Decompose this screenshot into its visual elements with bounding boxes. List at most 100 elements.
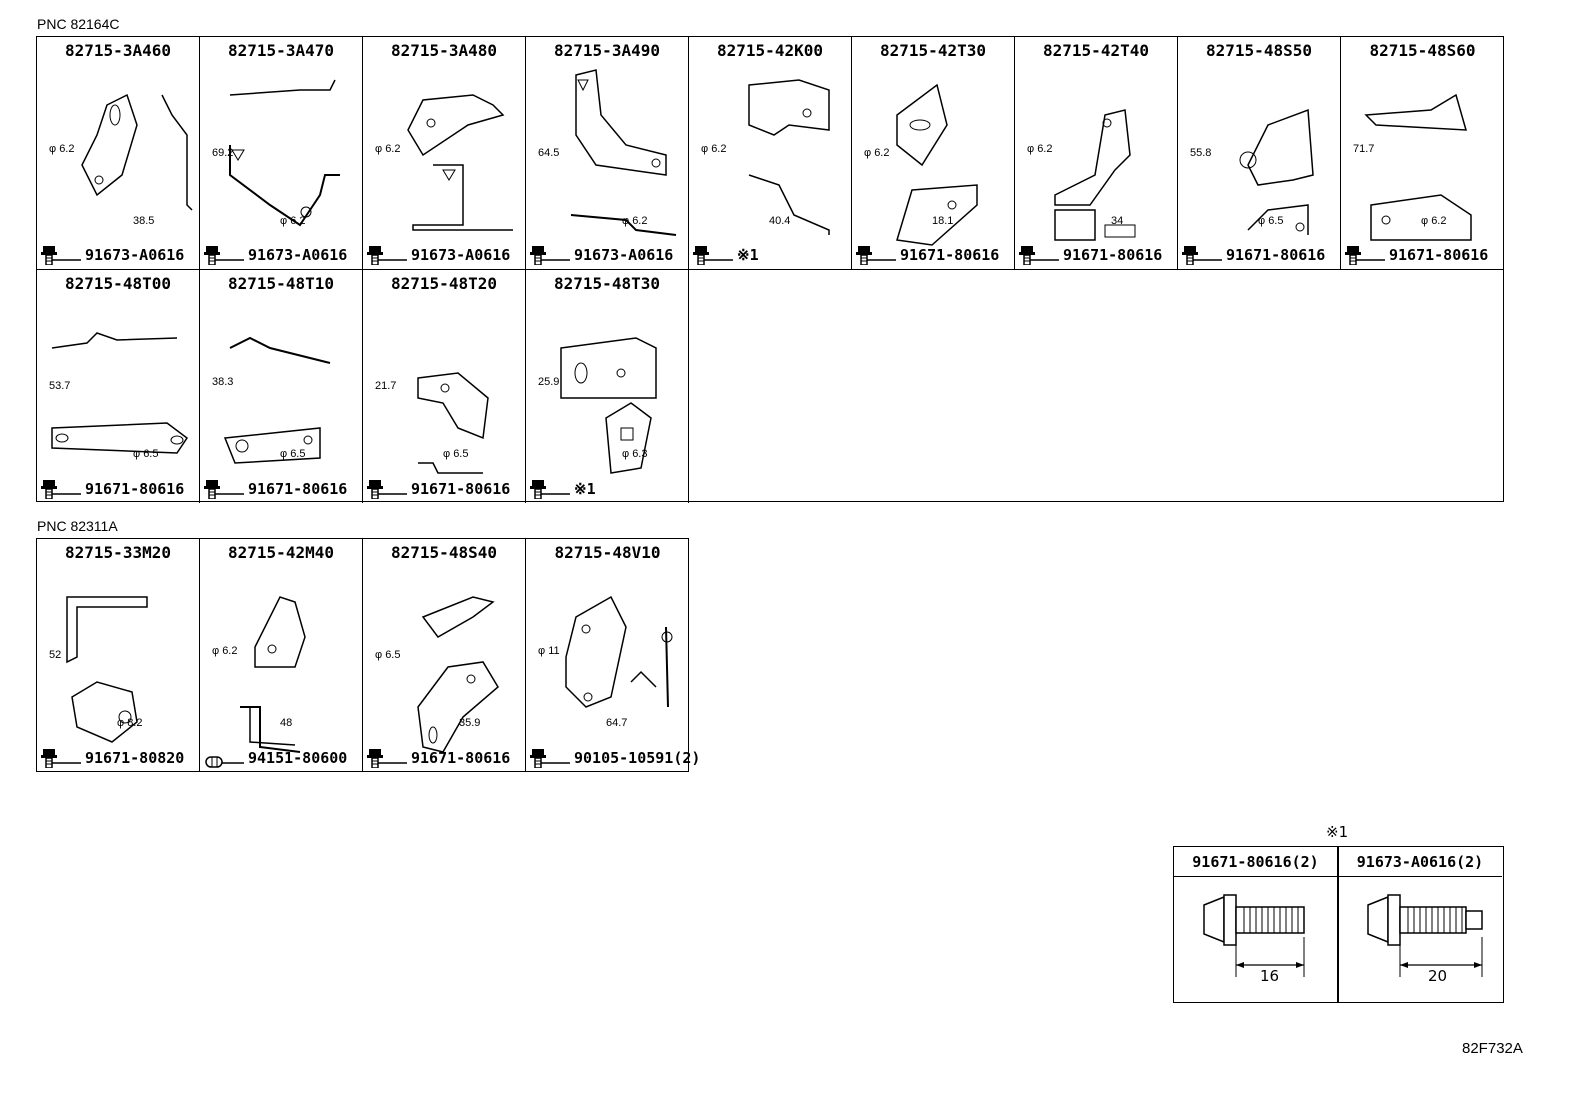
part-number: 82715-48T00 (65, 274, 171, 293)
dimension-label: φ 6.3 (622, 448, 648, 460)
bolt-icon (530, 246, 570, 265)
part-number: 82715-3A460 (65, 41, 171, 60)
bolt-icon (41, 749, 81, 768)
fastener-callout: 91671-80616 (367, 479, 522, 499)
fastener-part-number: 91671-80616 (411, 480, 511, 498)
dimension-label: 40.4 (769, 215, 791, 227)
part-number: 82715-42M40 (228, 543, 334, 562)
legend-mark: ※1 (1326, 823, 1349, 841)
part-number: 82715-48T20 (391, 274, 497, 293)
dimension-label: 34 (1111, 215, 1124, 227)
part-cell[interactable]: 82715-3A460 φ 6.2 38.5 91673-A0616 (37, 37, 200, 270)
bolt-icon (367, 749, 407, 768)
fastener-callout: 91671-80616 (1019, 245, 1174, 265)
part-number: 82715-3A490 (554, 41, 660, 60)
fastener-part-number: 91671-80616 (1389, 246, 1489, 264)
fastener-callout: 94151-80600 (204, 748, 359, 768)
dimension-label: 64.7 (606, 717, 628, 729)
dimension-label: 52 (49, 649, 62, 661)
fastener-part-number: 91671-80820 (85, 749, 185, 767)
bolt-icon (41, 246, 81, 265)
fastener-callout: 91671-80616 (367, 748, 522, 768)
part-number: 82715-48S60 (1369, 41, 1476, 60)
dimension-label: φ 11 (538, 645, 560, 657)
part-number: 82715-3A470 (228, 41, 334, 60)
fastener-part-number: 91673-A0616 (85, 246, 185, 264)
dimension-label: φ 6.2 (1421, 215, 1447, 227)
dimension-label: φ 6.2 (1027, 143, 1053, 155)
fastener-callout: ※1 (530, 479, 685, 499)
fastener-part-number: 91671-80616 (1226, 246, 1326, 264)
part-cell[interactable]: 82715-48T30 25.9 φ 6.3 ※1 (526, 270, 689, 503)
bolt-icon (367, 480, 407, 499)
bolt-icon (1182, 246, 1222, 265)
part-number: 82715-48S50 (1206, 41, 1312, 60)
dimension-label: 53.7 (49, 380, 71, 392)
dimension-label: φ 6.2 (864, 147, 890, 159)
dimension-label: 38.5 (133, 215, 155, 227)
diagram-reference-code: 82F732A (1462, 1040, 1523, 1057)
bolt-icon (367, 246, 407, 265)
fastener-part-number: 90105-10591(2) (574, 749, 701, 767)
part-cell[interactable]: 82715-33M20 52 φ 8.2 91671-80820 (37, 539, 200, 772)
bolt-icon (856, 246, 896, 265)
fastener-part-number: 91673-A0616 (248, 246, 348, 264)
part-number: 82715-42T30 (880, 41, 986, 60)
part-number: 82715-48T30 (554, 274, 660, 293)
bolt-icon (1345, 246, 1385, 265)
bolt-icon (41, 480, 81, 499)
fastener-callout: 91671-80616 (204, 479, 359, 499)
fastener-callout: 91673-A0616 (367, 245, 522, 265)
fastener-callout: 91673-A0616 (204, 245, 359, 265)
fastener-part-number: ※1 (737, 246, 759, 264)
fastener-part-number: 91673-A0616 (574, 246, 674, 264)
bolt-icon (530, 480, 570, 499)
fastener-callout: ※1 (693, 245, 848, 265)
dimension-label: 35.9 (459, 717, 481, 729)
dimension-label: 48 (280, 717, 293, 729)
dimension-label: φ 6.2 (622, 215, 648, 227)
bolt-20-length: 20 (1428, 967, 1448, 985)
parts-grid-82311A: 82715-33M20 52 φ 8.2 91671-80820 82715-42M40… (36, 538, 700, 772)
part-number: 82715-33M20 (65, 543, 171, 562)
bracket-drawing: 52 φ 8.2 (37, 567, 200, 743)
legend-header-2: 91673-A0616(2) (1338, 847, 1502, 877)
dimension-label: φ 6.2 (49, 143, 75, 155)
fastener-part-number: 91671-80616 (900, 246, 1000, 264)
dimension-label: 21.7 (375, 380, 397, 392)
dimension-label: φ 6.5 (375, 649, 401, 661)
dimension-label: 25.9 (538, 376, 560, 388)
bracket-drawing: φ 6.5 35.9 (363, 567, 526, 753)
fastener-callout: 91671-80616 (856, 245, 1011, 265)
dimension-label: φ 6.5 (280, 448, 306, 460)
dimension-label: φ 6.2 (701, 143, 727, 155)
fastener-callout: 91671-80820 (41, 748, 196, 768)
bolt-icon (1019, 246, 1059, 265)
fastener-part-number: 91673-A0616 (411, 246, 511, 264)
dimension-label: φ 8.2 (117, 717, 143, 729)
fastener-part-number: 91671-80616 (1063, 246, 1163, 264)
bracket-drawing: φ 11 64.7 (526, 567, 689, 742)
bolt-legend-table: 91671-80616(2) 91673-A0616(2) 16 (1173, 846, 1504, 1003)
